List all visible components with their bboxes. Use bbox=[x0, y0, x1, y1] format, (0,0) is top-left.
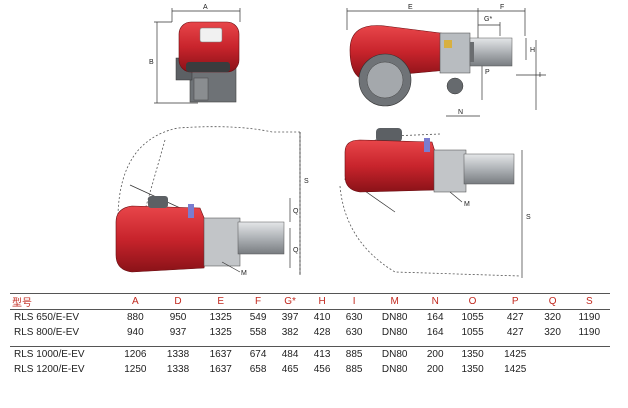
dim-label-M-left: M bbox=[241, 270, 247, 277]
table-cell: 1350 bbox=[451, 346, 494, 362]
table-header-cell: S bbox=[568, 293, 610, 310]
table-cell: 1055 bbox=[461, 327, 484, 338]
dim-label-M-right: M bbox=[464, 201, 470, 208]
table-cell: 382 bbox=[281, 327, 299, 338]
dim-label-I: I bbox=[539, 72, 541, 79]
installed-view-right: S M bbox=[339, 128, 531, 278]
dim-label-F: F bbox=[500, 4, 504, 11]
table-header-cell: D bbox=[156, 293, 200, 310]
table-cell: 549 bbox=[249, 312, 267, 323]
table-cell: 1350 bbox=[461, 364, 484, 375]
dim-label-Q-lower: Q bbox=[293, 247, 299, 254]
table-header-cell: H bbox=[306, 293, 339, 310]
dim-label-H: H bbox=[530, 47, 535, 54]
table-cell: DN80 bbox=[370, 346, 420, 362]
table-cell: 1637 bbox=[209, 364, 232, 375]
table-cell: 1206 bbox=[114, 346, 157, 362]
table-cell: 1190 bbox=[578, 312, 601, 323]
table-header-cell: O bbox=[451, 293, 494, 310]
table-header-cell: I bbox=[338, 293, 371, 310]
dim-label-N: N bbox=[458, 109, 463, 116]
burner-dimension-drawing: A B E F G* H I N P bbox=[115, 4, 546, 278]
table-cell: DN80 bbox=[381, 312, 408, 323]
dim-label-S-right: S bbox=[526, 214, 531, 221]
table-row: RLS 650/E-EV 880 950 1325 549 397 410 63… bbox=[10, 310, 610, 326]
table-cell-model: RLS 1200/E-EV bbox=[14, 364, 85, 375]
table-cell-model: RLS 650/E-EV bbox=[14, 312, 80, 323]
table-cell: 427 bbox=[506, 327, 524, 338]
dim-label-A: A bbox=[203, 4, 208, 11]
table-cell: 1338 bbox=[156, 346, 200, 362]
table-cell: 937 bbox=[169, 327, 187, 338]
table-cell: 397 bbox=[281, 312, 299, 323]
table-cell: 200 bbox=[419, 346, 452, 362]
table-cell: 456 bbox=[313, 364, 331, 375]
table-header-cell: E bbox=[199, 293, 243, 310]
installed-view-left: S Q Q M bbox=[115, 126, 309, 277]
table-row: RLS 1000/E-EV 1206 1338 1637 674 484 413… bbox=[10, 346, 610, 362]
table-cell: 164 bbox=[426, 327, 444, 338]
table-cell: 320 bbox=[544, 312, 561, 323]
table-header-cell: N bbox=[419, 293, 452, 310]
dim-label-S-left: S bbox=[304, 178, 309, 185]
table-cell: 410 bbox=[313, 312, 331, 323]
table-cell: 428 bbox=[313, 327, 331, 338]
table-cell: 320 bbox=[544, 327, 561, 338]
table-cell: 1055 bbox=[461, 312, 484, 323]
front-view: A B bbox=[149, 4, 241, 104]
table-header-cell: M bbox=[370, 293, 420, 310]
table-header-cell: P bbox=[493, 293, 537, 310]
table-cell: 1425 bbox=[493, 346, 537, 362]
table-cell: DN80 bbox=[381, 327, 408, 338]
table-cell: 164 bbox=[426, 312, 444, 323]
table-cell-model: RLS 1000/E-EV bbox=[10, 346, 114, 362]
table-row: RLS 1200/E-EV 1250 1338 1637 658 465 456… bbox=[10, 362, 610, 377]
table-cell: 1425 bbox=[504, 364, 527, 375]
table-cell: 413 bbox=[306, 346, 339, 362]
table-cell: 427 bbox=[506, 312, 524, 323]
table-cell: 880 bbox=[127, 312, 144, 323]
table-cell: 465 bbox=[281, 364, 299, 375]
table-header-cell: A bbox=[114, 293, 157, 310]
table-header-row: 型号 A D E F G* H I M N O P Q S bbox=[10, 293, 610, 310]
table-cell: 484 bbox=[274, 346, 307, 362]
dimension-table: 型号 A D E F G* H I M N O P Q S RLS 650/E-… bbox=[10, 293, 610, 377]
dim-label-B: B bbox=[149, 59, 154, 66]
table-cell: 630 bbox=[345, 312, 363, 323]
table-cell: 674 bbox=[242, 346, 275, 362]
side-view: E F G* H I N P bbox=[346, 4, 546, 117]
table-header-cell: G* bbox=[274, 293, 307, 310]
table-cell: 950 bbox=[169, 312, 187, 323]
table-cell: DN80 bbox=[381, 364, 408, 375]
table-cell: 885 bbox=[345, 364, 363, 375]
table-cell: 630 bbox=[345, 327, 363, 338]
table-cell: 1250 bbox=[124, 364, 147, 375]
table-cell: 1338 bbox=[166, 364, 190, 375]
table-cell: 885 bbox=[338, 346, 371, 362]
table-cell: 940 bbox=[127, 327, 144, 338]
table-cell: 200 bbox=[426, 364, 444, 375]
table-row: RLS 800/E-EV 940 937 1325 558 382 428 63… bbox=[10, 325, 610, 340]
dim-label-E: E bbox=[408, 4, 413, 11]
dim-label-P: P bbox=[485, 69, 490, 76]
dim-label-Q-upper: Q bbox=[293, 208, 299, 215]
table-cell: 1190 bbox=[578, 327, 601, 338]
table-cell: 558 bbox=[249, 327, 267, 338]
dim-label-G: G* bbox=[484, 16, 492, 23]
table-cell-model: RLS 800/E-EV bbox=[14, 327, 80, 338]
table-cell: 1325 bbox=[209, 312, 232, 323]
table-cell: 1325 bbox=[209, 327, 232, 338]
table-header-model: 型号 bbox=[10, 293, 114, 310]
table-header-cell: F bbox=[242, 293, 275, 310]
table-header-cell: Q bbox=[536, 293, 569, 310]
table-cell: 658 bbox=[249, 364, 267, 375]
table-cell: 1637 bbox=[199, 346, 243, 362]
